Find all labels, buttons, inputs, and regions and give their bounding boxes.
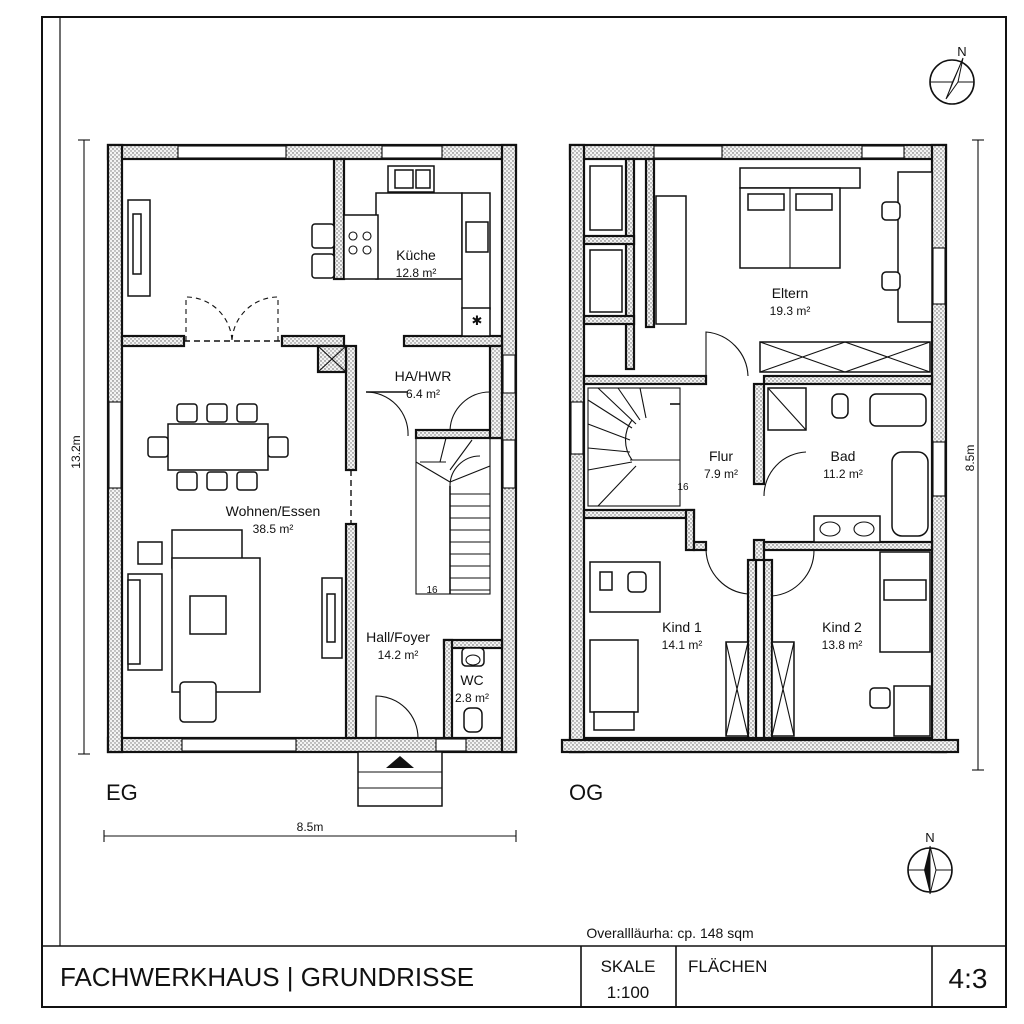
dimension-width-eg: 8.5m: [297, 820, 324, 834]
ground-floor-plan: ✱: [78, 139, 518, 842]
room-area-hall: 14.2 m²: [378, 648, 419, 662]
svg-text:✱: ✱: [472, 313, 483, 328]
room-label-eltern: Eltern: [772, 285, 809, 301]
stair-count-eg: 16: [426, 585, 438, 596]
aspect-ratio: 4:3: [949, 963, 988, 994]
floor-label-og: OG: [569, 780, 603, 805]
room-label-hall: Hall/Foyer: [366, 629, 430, 645]
room-label-kind1: Kind 1: [662, 619, 702, 635]
north-label-bottom: N: [925, 830, 934, 845]
scale-value: 1:100: [607, 983, 650, 1002]
north-arrow-icon: [929, 57, 975, 105]
floor-label-eg: EG: [106, 780, 138, 805]
room-area-bad: 11.2 m²: [823, 467, 863, 481]
title-block: [42, 945, 1006, 1007]
room-label-kind2: Kind 2: [822, 619, 862, 635]
overall-area: Overallläurha: cp. 148 sqm: [586, 925, 753, 941]
room-area-hwr: 6.4 m²: [406, 387, 440, 401]
room-label-flur: Flur: [709, 448, 733, 464]
room-area-kueche: 12.8 m²: [396, 266, 437, 280]
room-area-eltern: 19.3 m²: [770, 304, 811, 318]
scale-label: SKALE: [601, 957, 656, 976]
areas-label: FLÄCHEN: [688, 957, 767, 976]
entrance-arrow-icon: [386, 756, 414, 768]
title-block-title: FACHWERKHAUS | GRUNDRISSE: [60, 962, 474, 992]
dimension-height-eg: 13.2m: [69, 435, 83, 468]
room-area-wohnen: 38.5 m²: [253, 522, 294, 536]
room-area-kind1: 14.1 m²: [662, 638, 703, 652]
room-area-kind2: 13.8 m²: [822, 638, 863, 652]
stair-count-og: 16: [677, 482, 689, 493]
room-area-flur: 7.9 m²: [704, 467, 738, 481]
room-label-kueche: Küche: [396, 247, 436, 263]
room-label-bad: Bad: [831, 448, 856, 464]
room-label-wc: WC: [460, 672, 483, 688]
dimension-height-og: 8.5m: [963, 445, 977, 472]
upper-floor-plan: [560, 139, 984, 771]
north-arrow-icon: [907, 845, 953, 895]
sheet-border: [41, 16, 1007, 1008]
north-label-top: N: [957, 44, 966, 59]
room-label-hwr: HA/HWR: [395, 368, 452, 384]
room-area-wc: 2.8 m²: [455, 691, 489, 705]
room-label-wohnen: Wohnen/Essen: [226, 503, 321, 519]
